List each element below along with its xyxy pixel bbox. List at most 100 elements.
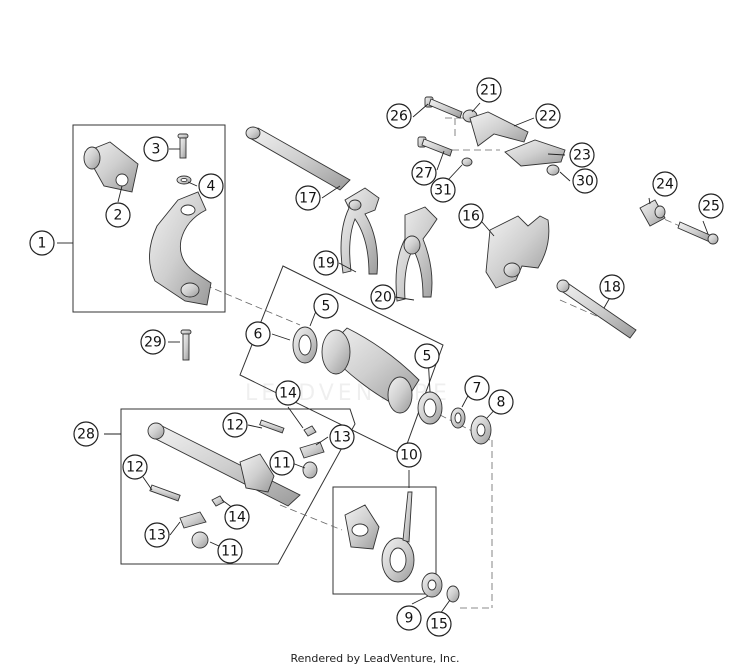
callout-13-label: 13 [333, 430, 351, 446]
callout-10-label: 10 [400, 448, 418, 464]
callout-15-circle [426, 611, 452, 637]
washer-31-part [461, 157, 473, 167]
callout-24-circle [652, 171, 678, 197]
callout-12-label: 12 [126, 460, 144, 476]
callout-12-circle [222, 412, 248, 438]
callout-9-label: 9 [405, 611, 414, 627]
callout-14-label: 14 [279, 386, 297, 402]
sleeve-24-part [639, 199, 666, 227]
callout-12-circle [122, 454, 148, 480]
callout-7-circle [464, 375, 490, 401]
callout-11-circle [217, 538, 243, 564]
callout-28-label: 28 [77, 427, 95, 443]
callout-29-circle [140, 329, 166, 355]
callout-13-circle [144, 522, 170, 548]
leader-lines [57, 102, 709, 615]
callout-29-label: 29 [144, 335, 162, 351]
shift-drum-part [321, 327, 420, 414]
callout-11-circle [269, 450, 295, 476]
callout-13-label: 13 [148, 528, 166, 544]
callout-26-circle [386, 103, 412, 129]
callout-8-label: 8 [497, 395, 506, 411]
callout-9-circle [396, 605, 422, 631]
shift-lever-part [83, 133, 212, 361]
callout-22-circle [535, 103, 561, 129]
lever-23-part [504, 139, 566, 167]
roller-11-upper-part [302, 461, 318, 479]
callout-25-circle [698, 193, 724, 219]
callout-17-label: 17 [299, 191, 317, 207]
group-box-shift-lever [72, 124, 226, 313]
clip-14-lower-part [211, 495, 225, 507]
callout-23-circle [569, 142, 595, 168]
shift-fork-16-part [485, 215, 550, 289]
callout-13-circle [329, 424, 355, 450]
callout-23-label: 23 [573, 148, 591, 164]
callout-14-circle [275, 380, 301, 406]
callout-4-circle [198, 173, 224, 199]
spring-13-upper-part [299, 441, 325, 459]
pin-12-upper-part [259, 419, 285, 434]
callout-4-label: 4 [207, 179, 216, 195]
callout-5-circle [313, 293, 339, 319]
bearing-right-part [417, 391, 443, 425]
callout-6-label: 6 [254, 327, 263, 343]
callout-14-circle [224, 504, 250, 530]
circlip-15-part [446, 585, 460, 603]
callout-5-label: 5 [322, 299, 331, 315]
callout-2-label: 2 [114, 208, 123, 224]
return-spring-part [344, 491, 415, 583]
callout-7-label: 7 [473, 381, 482, 397]
callout-30-label: 30 [576, 174, 594, 190]
callout-22-label: 22 [539, 109, 557, 125]
parts-artwork [83, 96, 719, 603]
callout-21-circle [476, 77, 502, 103]
shift-rail-lower-part [556, 279, 637, 339]
callout-group: 1234556789101111121213131414151617181920… [29, 77, 724, 637]
callout-11-label: 11 [221, 544, 239, 560]
callout-16-circle [458, 203, 484, 229]
washer-9-part [421, 572, 443, 598]
callout-5-label: 5 [423, 349, 432, 365]
callout-1-label: 1 [38, 236, 47, 252]
callout-3-circle [143, 136, 169, 162]
callout-3-label: 3 [152, 142, 161, 158]
callout-18-label: 18 [603, 280, 621, 296]
shift-rail-upper-part [245, 126, 351, 191]
callout-31-label: 31 [434, 183, 452, 199]
callout-11-label: 11 [273, 456, 291, 472]
pin-12-lower-part [149, 484, 181, 502]
roller-30-part [546, 164, 560, 176]
screw-25-part [677, 221, 719, 245]
callout-20-circle [370, 284, 396, 310]
bolt-27-part [417, 136, 453, 157]
callout-12-label: 12 [226, 418, 244, 434]
callout-10-circle [396, 442, 422, 468]
callout-21-label: 21 [480, 83, 498, 99]
callout-1-circle [29, 230, 55, 256]
footer-credit: Rendered by LeadVenture, Inc. [290, 652, 460, 665]
group-box-shift-shaft [120, 408, 356, 565]
callout-8-circle [488, 389, 514, 415]
callout-14-label: 14 [228, 510, 246, 526]
callout-19-circle [313, 250, 339, 276]
callout-18-circle [599, 274, 625, 300]
bearing-left-part [292, 326, 318, 364]
shift-fork-19-part [340, 187, 380, 275]
shift-fork-20-part [395, 206, 438, 302]
callout-27-label: 27 [415, 166, 433, 182]
callout-19-label: 19 [317, 256, 335, 272]
callout-27-circle [411, 160, 437, 186]
callout-2-circle [105, 202, 131, 228]
callout-20-label: 20 [374, 290, 392, 306]
callout-30-circle [572, 168, 598, 194]
callout-16-label: 16 [462, 209, 480, 225]
roller-11-lower-part [191, 531, 209, 549]
callout-25-label: 25 [702, 199, 720, 215]
bolt-26-part [424, 96, 463, 119]
washer-8-part [470, 415, 492, 445]
callout-24-label: 24 [656, 177, 674, 193]
callout-15-label: 15 [430, 617, 448, 633]
group-box-spring [332, 486, 437, 595]
